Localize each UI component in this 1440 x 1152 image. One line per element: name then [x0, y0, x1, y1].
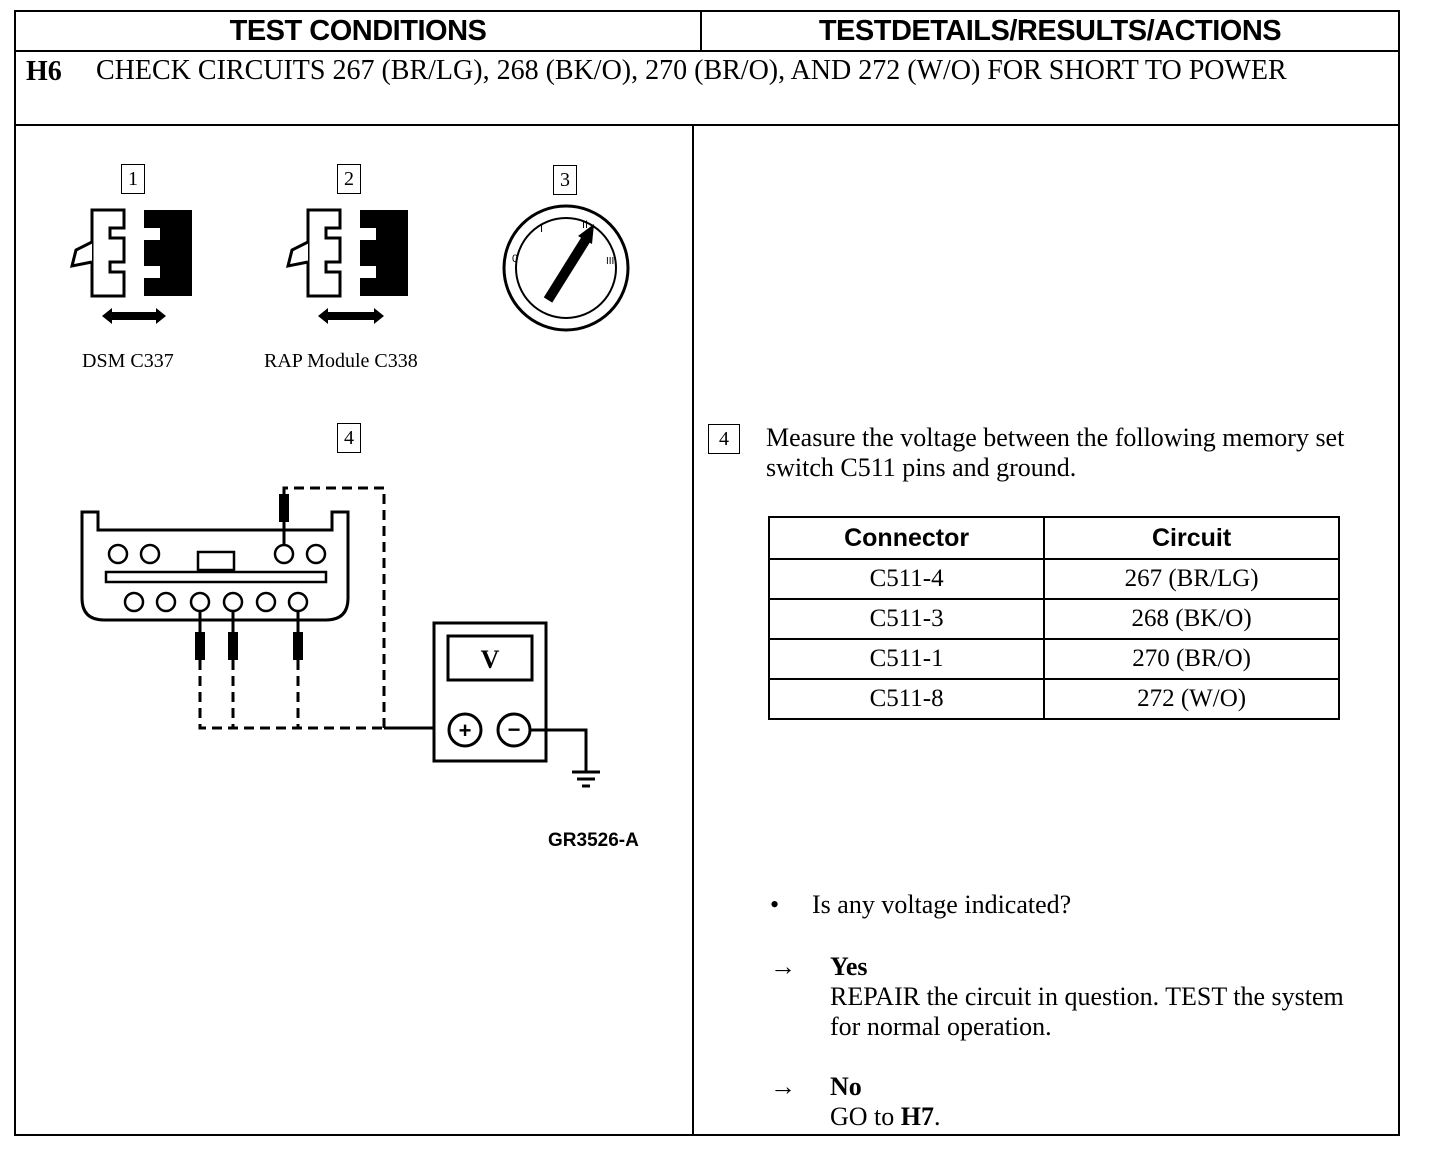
test-details-header: TESTDETAILS/RESULTS/ACTIONS [700, 12, 1400, 52]
connector-cell: C511-1 [767, 638, 1046, 680]
question-text: Is any voltage indicated? [812, 890, 1072, 919]
yes-label: Yes [830, 952, 868, 981]
column-divider [692, 124, 694, 1136]
switch-mark-3: III [606, 256, 614, 267]
callout-4: 4 [337, 423, 361, 453]
connector-disconnect-icon-2 [285, 208, 408, 324]
test-conditions-header: TEST CONDITIONS [16, 12, 702, 52]
plus-terminal: + [459, 718, 472, 743]
switch-mark-1: I [540, 223, 543, 235]
voltmeter-icon: V + − [432, 621, 548, 763]
switch-mark-off: 0 [512, 253, 518, 265]
bullet-icon: • [770, 890, 780, 919]
circuit-cell: 270 (BR/O) [1043, 638, 1340, 680]
ground-icon [530, 728, 600, 788]
table-header-row: Connector Circuit [767, 516, 1340, 560]
circuit-cell: 272 (W/O) [1043, 678, 1340, 720]
column-header-connector: Connector [767, 516, 1046, 560]
c511-connector-icon [80, 510, 350, 622]
column-header-circuit: Circuit [1043, 516, 1340, 560]
circuit-cell: 267 (BR/LG) [1043, 558, 1340, 600]
table-row: C511-3 268 (BK/O) [767, 598, 1340, 640]
no-action-target: H7 [900, 1102, 935, 1131]
callout-1: 1 [121, 164, 145, 194]
connector-cell: C511-3 [767, 598, 1046, 640]
minus-terminal: − [508, 717, 521, 742]
test-leads [198, 486, 386, 730]
connector-cell: C511-4 [767, 558, 1046, 600]
arrow-icon: → [770, 952, 796, 981]
yes-action: REPAIR the circuit in question. TEST the… [830, 982, 1344, 1041]
no-action-suffix: . [934, 1102, 941, 1131]
dsm-connector-caption: DSM C337 [82, 350, 174, 372]
no-action-prefix: GO to [830, 1102, 901, 1131]
no-action: GO to H7. [830, 1102, 1370, 1132]
instruction-text: Measure the voltage between the followin… [766, 423, 1345, 482]
step-row: H6 CHECK CIRCUITS 267 (BR/LG), 268 (BK/O… [16, 50, 1398, 126]
step-title: CHECK CIRCUITS 267 (BR/LG), 268 (BK/O), … [96, 55, 1287, 86]
step-id: H6 [26, 56, 62, 87]
no-label: No [830, 1072, 862, 1101]
figure-id: GR3526-A [548, 830, 639, 851]
ignition-switch-icon: 0 I II III [502, 204, 630, 332]
test-conditions-diagram: 0 I II III [69, 204, 630, 788]
callout-2: 2 [337, 164, 361, 194]
pin-circuit-table: Connector Circuit C511-4 267 (BR/LG) C51… [767, 516, 1340, 720]
table-row: C511-4 267 (BR/LG) [767, 558, 1340, 600]
circuit-cell: 268 (BK/O) [1043, 598, 1340, 640]
arrow-icon: → [770, 1072, 796, 1101]
test-probes [195, 494, 303, 660]
callout-3: 3 [553, 165, 577, 195]
connector-cell: C511-8 [767, 678, 1046, 720]
switch-mark-2: II [582, 219, 588, 231]
voltmeter-label: V [481, 645, 500, 674]
table-row: C511-8 272 (W/O) [767, 678, 1340, 720]
step-number-box: 4 [708, 424, 740, 454]
procedure-table: TEST CONDITIONS TESTDETAILS/RESULTS/ACTI… [14, 10, 1400, 1136]
rap-connector-caption: RAP Module C338 [264, 350, 418, 372]
table-row: C511-1 270 (BR/O) [767, 638, 1340, 680]
connector-disconnect-icon-1 [69, 208, 192, 324]
